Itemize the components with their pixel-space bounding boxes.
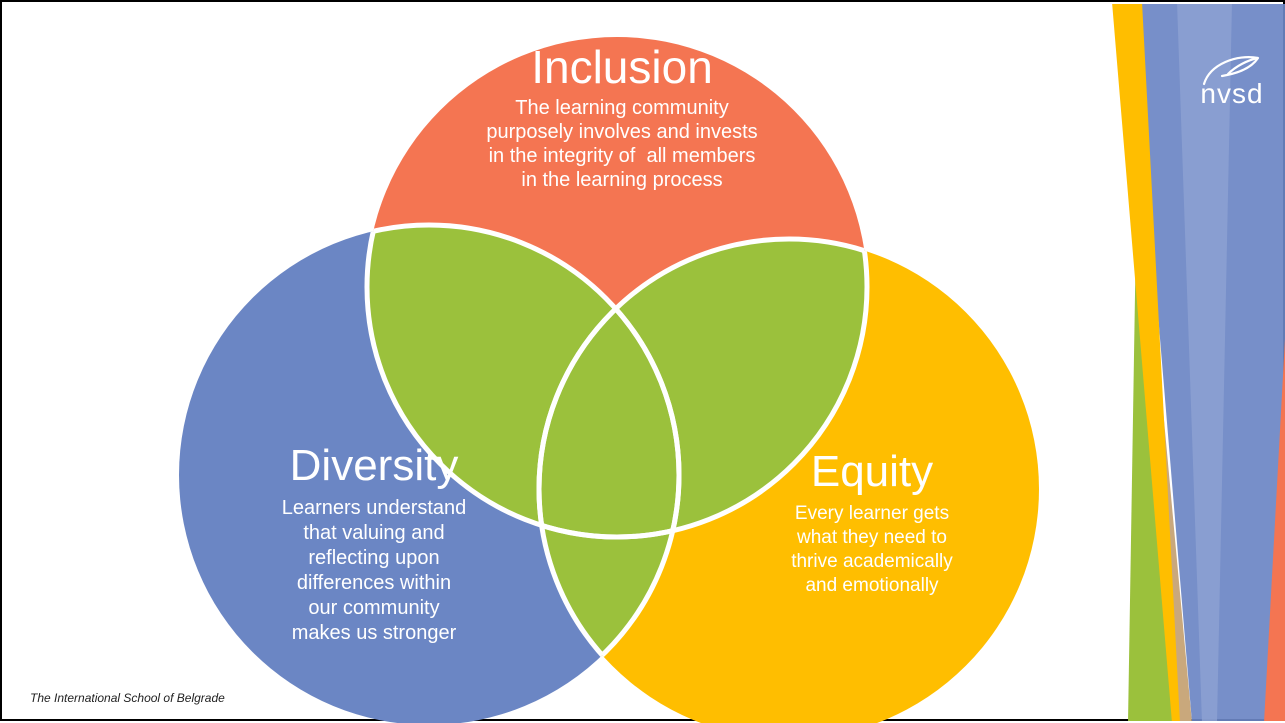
equity-text-block: Equity Every learner gets what they need…	[762, 450, 982, 598]
equity-title: Equity	[810, 447, 934, 496]
venn-diagram	[179, 37, 1039, 723]
diversity-desc-line: that valuing and	[303, 522, 445, 544]
diversity-text-block: Diversity Learners understand that valui…	[264, 444, 484, 646]
inclusion-title: Inclusion	[531, 41, 713, 93]
leaf-icon	[1202, 56, 1260, 86]
inclusion-text-block: Inclusion The learning community purpose…	[442, 44, 802, 192]
equity-desc-line: Every learner gets	[794, 503, 950, 524]
inclusion-desc-line: in the learning process	[521, 169, 723, 191]
diversity-title: Diversity	[289, 441, 459, 490]
diversity-desc-line: makes us stronger	[291, 622, 457, 644]
equity-desc-line: what they need to	[797, 527, 947, 548]
diversity-desc-line: Learners understand	[281, 497, 467, 519]
ribbon-blue-light	[1177, 4, 1232, 721]
ribbon-yellow	[1112, 4, 1180, 721]
side-ribbons	[1112, 4, 1285, 721]
inclusion-desc-line: in the integrity of all members	[488, 145, 756, 167]
diversity-desc-line: differences within	[296, 572, 452, 594]
footer-caption: The International School of Belgrade	[30, 691, 225, 705]
equity-desc-line: and emotionally	[805, 575, 939, 596]
diversity-desc-line: our community	[308, 597, 440, 619]
inclusion-desc-line: purposely involves and invests	[486, 121, 758, 143]
diversity-desc-line: reflecting upon	[308, 547, 440, 569]
ribbon-orange	[1264, 338, 1285, 721]
inclusion-desc-line: The learning community	[515, 97, 729, 119]
logo-text: nvsd	[1200, 78, 1264, 109]
nvsd-logo: nvsd	[1192, 52, 1272, 122]
equity-desc-line: thrive academically	[791, 551, 953, 572]
